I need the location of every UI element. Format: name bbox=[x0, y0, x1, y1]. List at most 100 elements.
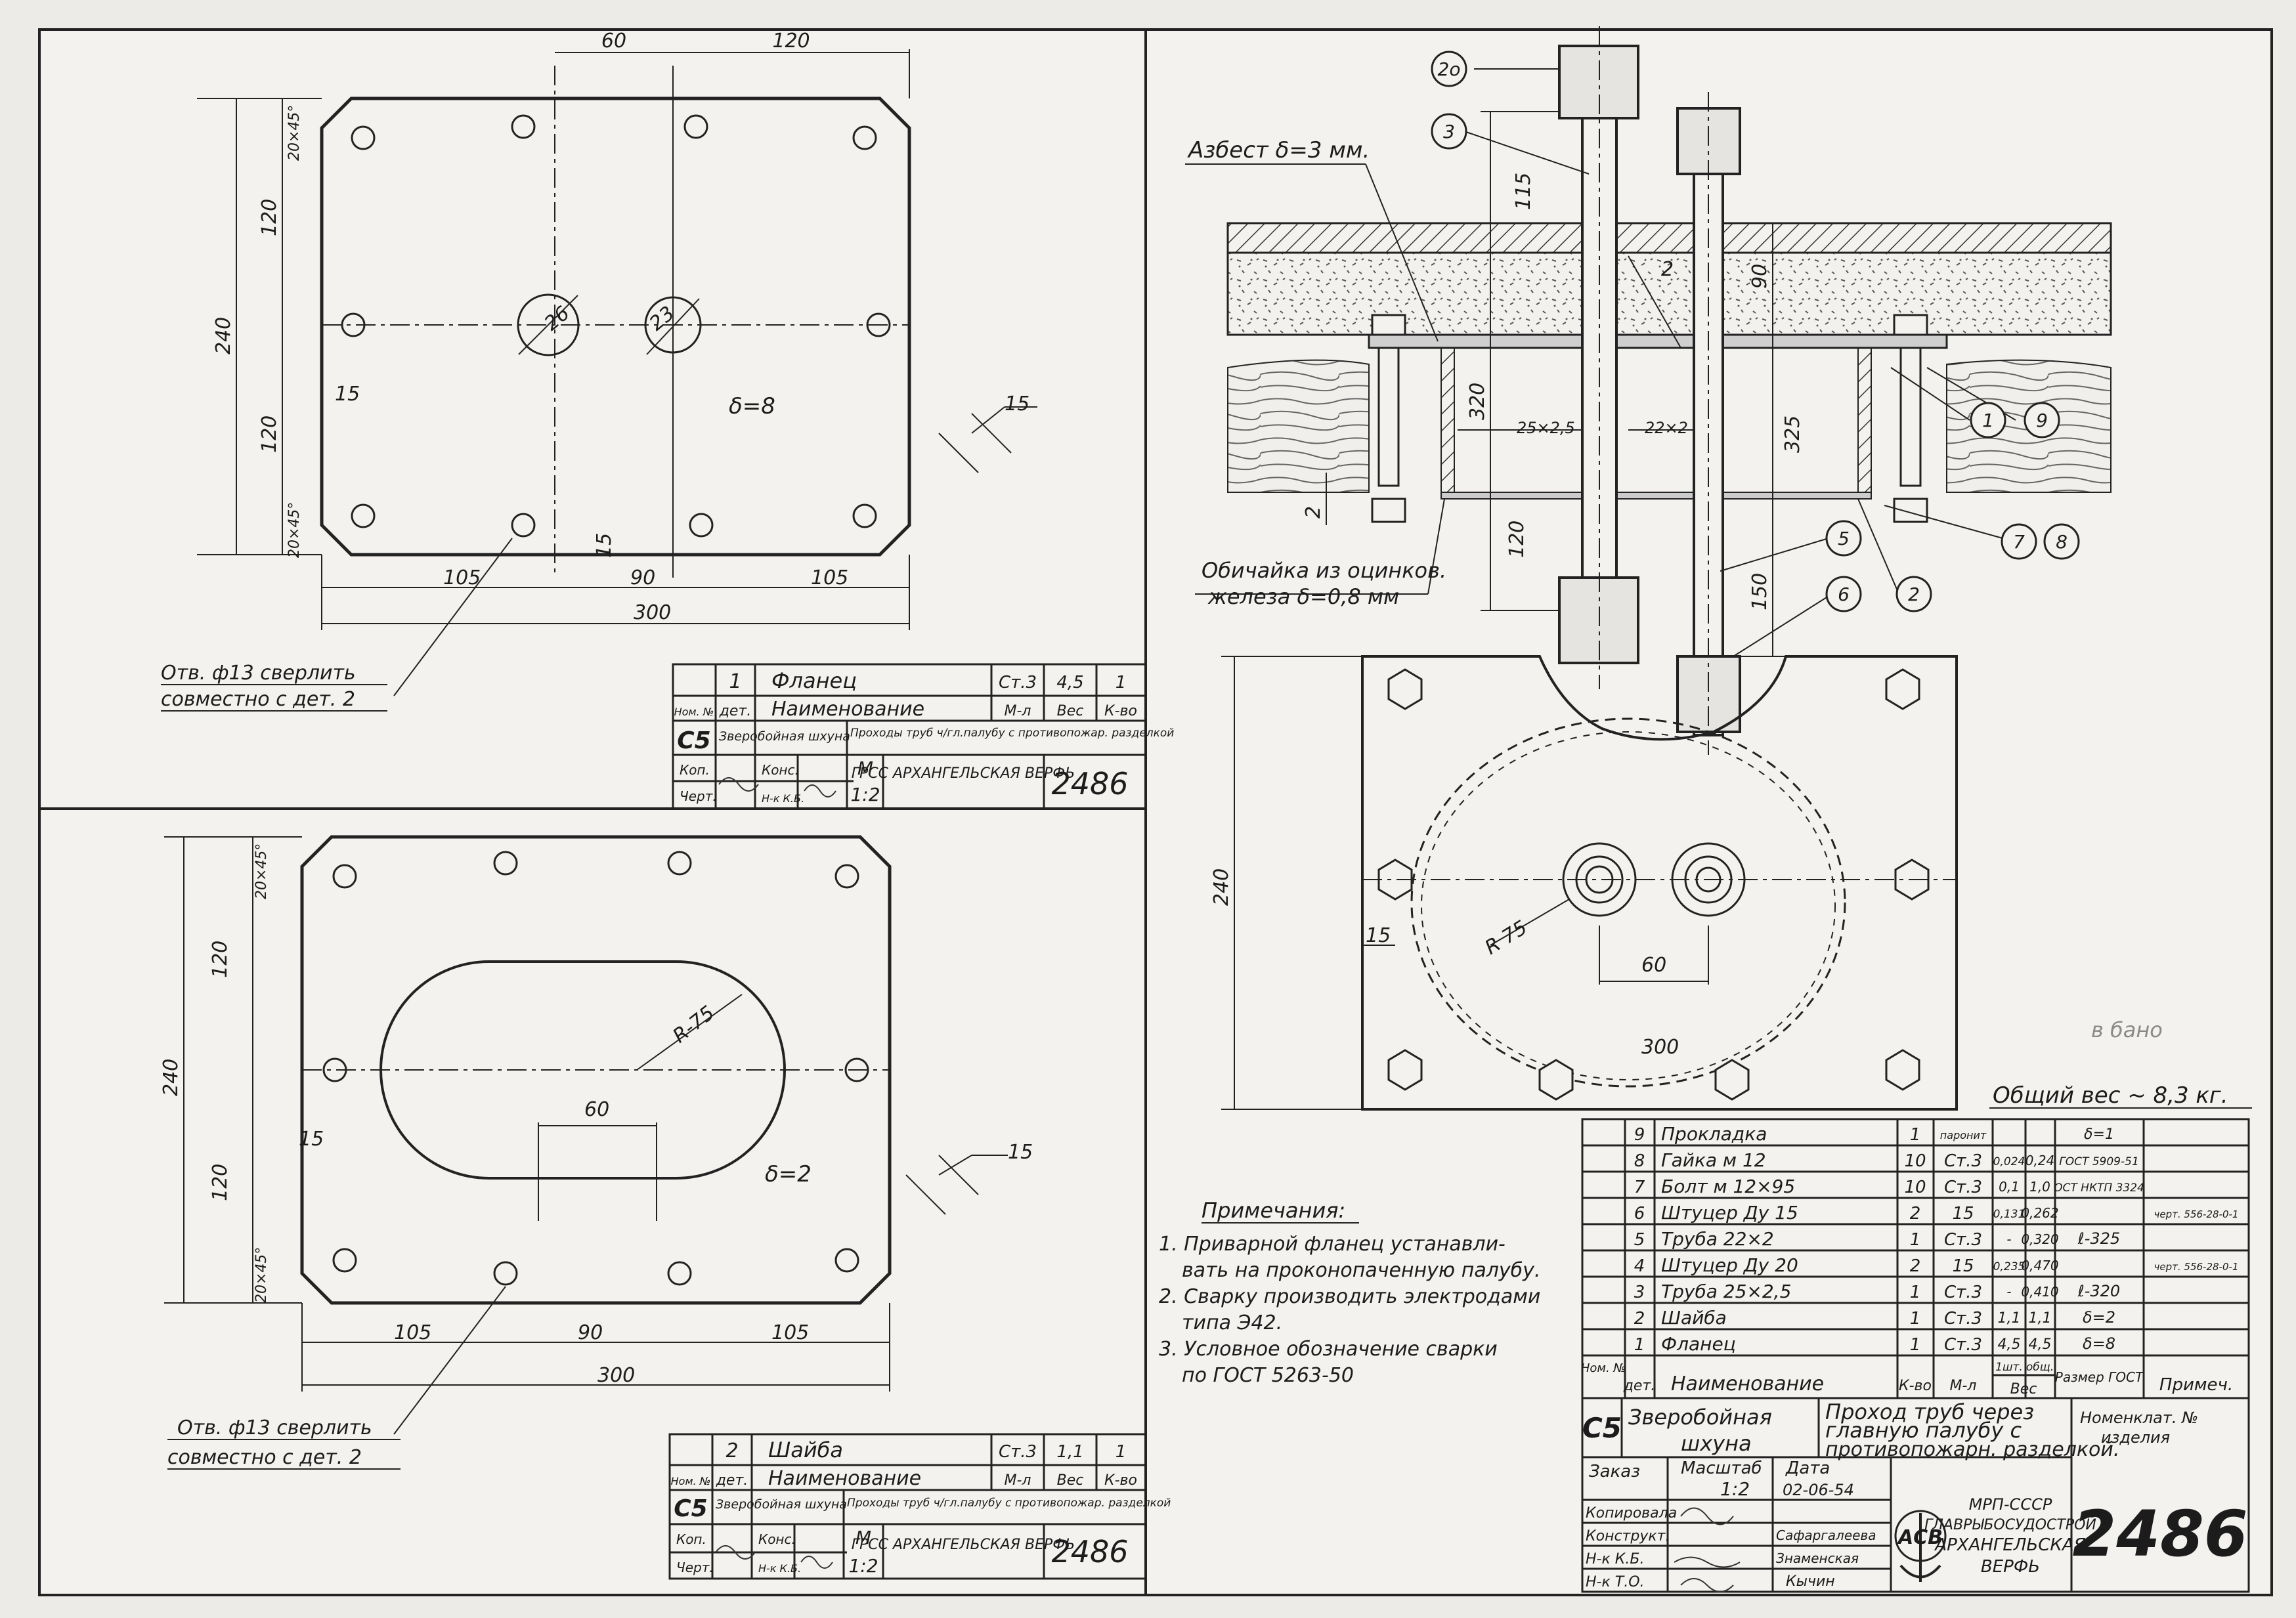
main-nomenclature-line1: Номенклат. № bbox=[2080, 1409, 2198, 1427]
dim-90: 90 bbox=[630, 566, 655, 589]
bom-row3-mat: Ст.3 bbox=[1944, 1283, 1982, 1302]
stamp2-h-name: Наименование bbox=[768, 1467, 921, 1490]
stamp1-konstr: Конс. bbox=[762, 762, 799, 778]
bom-row6-note: черт. 556-28-0-1 bbox=[2154, 1208, 2239, 1220]
main-designer-label: Конструкт. bbox=[1586, 1528, 1670, 1544]
dim-chamfer-top: 20×45° bbox=[286, 105, 303, 161]
stamp2-c5: С5 bbox=[674, 1495, 707, 1522]
bom-row3-num: 3 bbox=[1634, 1283, 1645, 1302]
bom-row5-qty: 1 bbox=[1910, 1230, 1921, 1250]
note-line-6: по ГОСТ 5263-50 bbox=[1182, 1364, 1354, 1387]
assembly-labels: 2о 3 1 9 5 6 2 7 8 Азбест δ=3 мм. Обичай… bbox=[1187, 58, 2068, 610]
dim-105-a: 105 bbox=[443, 566, 481, 589]
stamp1-h-wt: Вес bbox=[1057, 703, 1084, 719]
main-c5: С5 bbox=[1582, 1412, 1622, 1444]
bom-row4-w2: 0,470 bbox=[2021, 1258, 2058, 1273]
callout-7: 7 bbox=[2013, 531, 2025, 553]
dim-320: 320 bbox=[1466, 383, 1489, 420]
main-head-kb-label: Н-к К.Б. bbox=[1586, 1551, 1644, 1567]
note-line-1: 1. Приварной фланец устанавли- bbox=[1159, 1233, 1505, 1256]
stamp2-qty: 1 bbox=[1116, 1442, 1127, 1462]
pipe-25x25-label: 25×2,5 bbox=[1517, 419, 1575, 437]
assembly-section bbox=[1185, 26, 2112, 755]
shell-label-line2: железа δ=0,8 мм bbox=[1207, 584, 1399, 609]
bom-h-qty: К-во bbox=[1899, 1378, 1932, 1394]
dim-15-left: 15 bbox=[335, 383, 360, 406]
main-scale-value: 1:2 bbox=[1720, 1478, 1750, 1500]
stamp2-chert: Черт. bbox=[676, 1560, 714, 1575]
dim-height-240: 240 bbox=[212, 317, 235, 354]
detail-2-stamp: 2 Шайба Ст.3 1,1 1 Ном. № дет. Наименова… bbox=[668, 1433, 1171, 1580]
dim-60: 60 bbox=[601, 30, 626, 53]
note-line-4: типа Э42. bbox=[1182, 1311, 1282, 1334]
bom-row1-name: Фланец bbox=[1661, 1333, 1736, 1355]
stamp2-h-num: Ном. № bbox=[671, 1475, 711, 1487]
dim-90-assembly: 90 bbox=[1748, 264, 1771, 289]
bom-row8-size: ГОСТ 5909-51 bbox=[2059, 1155, 2139, 1168]
pipe-22x2-label: 22×2 bbox=[1645, 419, 1688, 437]
main-name-2: Знаменская bbox=[1776, 1550, 1859, 1566]
bom-h-mat: М-л bbox=[1950, 1378, 1977, 1394]
main-org-line2: ГЛАВРЫБОСУДОСТРОЙ bbox=[1924, 1516, 2096, 1533]
note-line-5: 3. Условное обозначение сварки bbox=[1159, 1338, 1498, 1361]
stamp1-qty: 1 bbox=[1116, 673, 1127, 692]
detail-2-dimensions: 20×45° 120 240 120 20×45° 15 15 R-75 60 … bbox=[160, 843, 1033, 1470]
bom-h-w2: общ. bbox=[2026, 1361, 2054, 1374]
bom-row9-name: Прокладка bbox=[1661, 1123, 1767, 1145]
bom-row5-w1: - bbox=[2006, 1231, 2011, 1247]
bom-row4-mat: 15 bbox=[1952, 1256, 1974, 1276]
stamp2-num: 2 bbox=[726, 1439, 738, 1462]
bom-row7-size: ОСТ НКТП 3324 bbox=[2054, 1182, 2144, 1195]
main-copied-label: Копировала bbox=[1586, 1505, 1677, 1522]
stamp2-weight: 1,1 bbox=[1056, 1442, 1083, 1462]
main-title-line3: противопожарн. разделкой. bbox=[1825, 1438, 2119, 1461]
stamp2-m: М bbox=[856, 1527, 871, 1548]
main-vessel-line1: Зверобойная bbox=[1628, 1405, 1772, 1430]
main-title-line2: главную палубу с bbox=[1825, 1418, 2022, 1443]
thickness-2: δ=2 bbox=[765, 1161, 812, 1187]
stamp1-c5: С5 bbox=[677, 727, 710, 754]
bom-row2-size: δ=2 bbox=[2083, 1308, 2115, 1327]
bom-table: 9 Прокладка 1 паронит δ=1 8 Гайка м 12 1… bbox=[1581, 1118, 2250, 1399]
main-head-to-label: Н-к Т.О. bbox=[1586, 1574, 1645, 1590]
bom-row8-mat: Ст.3 bbox=[1944, 1151, 1982, 1171]
bom-row7-num: 7 bbox=[1634, 1178, 1645, 1197]
main-date-value: 02-06-54 bbox=[1783, 1481, 1854, 1499]
stamp2-nk: Н-к К.Б. bbox=[758, 1562, 801, 1575]
main-drawing-number: 2486 bbox=[2072, 1497, 2247, 1571]
bom-h-note: Примеч. bbox=[2159, 1375, 2233, 1395]
bom-row3-w2: 0,410 bbox=[2021, 1284, 2058, 1300]
dim-15-bottom: 15 bbox=[593, 533, 616, 558]
bom-row5-name: Труба 22×2 bbox=[1661, 1228, 1774, 1250]
dim2-105-a: 105 bbox=[394, 1321, 431, 1344]
stamp1-drawing-number: 2486 bbox=[1051, 766, 1128, 801]
stamp2-h-wt: Вес bbox=[1057, 1472, 1084, 1489]
drill-note-line2: совместно с дет. 2 bbox=[161, 688, 355, 711]
bom-h-w1: 1шт. bbox=[1995, 1361, 2023, 1374]
dim-115: 115 bbox=[1512, 173, 1535, 210]
bom-row8-w2: 0,24 bbox=[2025, 1153, 2055, 1168]
main-vessel-line2: шхуна bbox=[1681, 1431, 1752, 1456]
stamp2-scale: 1:2 bbox=[848, 1555, 878, 1577]
bom-row3-qty: 1 bbox=[1910, 1283, 1921, 1302]
stamp2-h-qty: К-во bbox=[1104, 1472, 1137, 1489]
bom-row7-name: Болт м 12×95 bbox=[1661, 1176, 1795, 1197]
drill-note-line1: Отв. ф13 сверлить bbox=[161, 662, 356, 685]
thickness-8: δ=8 bbox=[729, 393, 775, 419]
main-scale-label: Масштаб bbox=[1681, 1458, 1762, 1478]
drill-note2-line1: Отв. ф13 сверлить bbox=[177, 1416, 372, 1439]
dim-height-120-b: 120 bbox=[258, 415, 281, 453]
callout-1: 1 bbox=[1982, 410, 1994, 431]
dim-120-assembly: 120 bbox=[1505, 521, 1528, 558]
dim-325: 325 bbox=[1781, 415, 1804, 453]
bom-row1-num: 1 bbox=[1634, 1335, 1645, 1355]
bom-row5-mat: Ст.3 bbox=[1944, 1230, 1982, 1250]
pencil-note: в бано bbox=[2091, 1017, 2163, 1042]
bom-row5-w2: 0,320 bbox=[2021, 1231, 2058, 1247]
stamp1-org: ГРСС АРХАНГЕЛЬСКАЯ ВЕРФЬ bbox=[852, 765, 1075, 782]
stamp1-h-mat: М-л bbox=[1005, 703, 1031, 719]
dim-chamfer-bottom: 20×45° bbox=[286, 502, 303, 558]
stamp1-h-num: Ном. № bbox=[674, 706, 714, 718]
assembly-plan bbox=[1221, 655, 1958, 1111]
note-line-2: вать на проконопаченную палубу. bbox=[1182, 1259, 1540, 1282]
